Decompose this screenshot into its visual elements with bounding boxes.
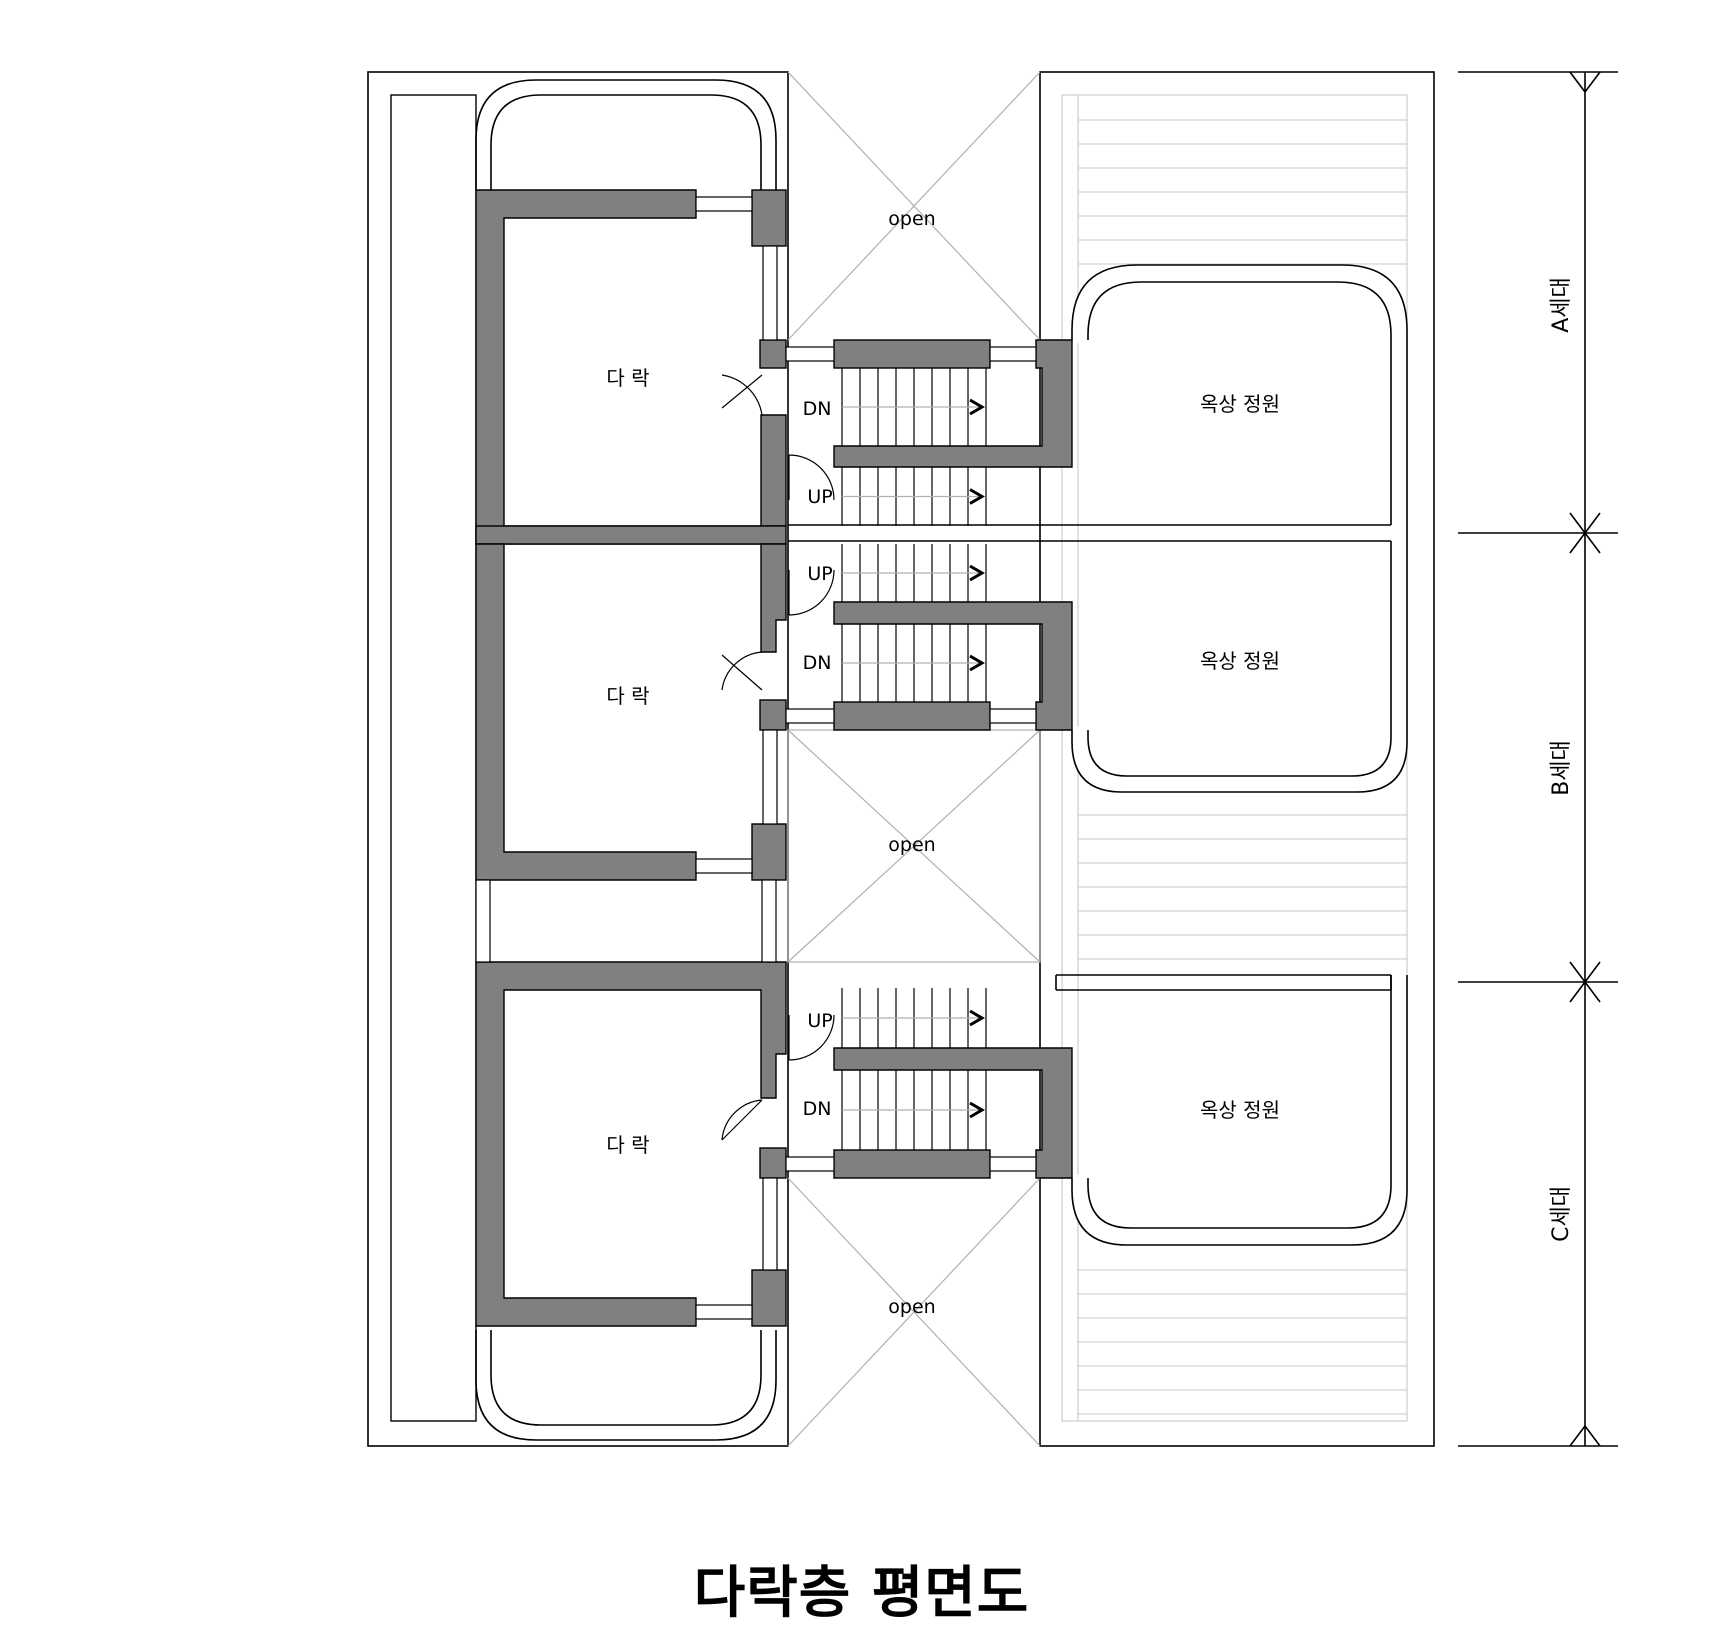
- dimension-label-c: C세대: [1549, 1186, 1574, 1242]
- stair-label-b-bottom: DN: [803, 652, 832, 674]
- dimension-lines: [1458, 71, 1618, 1447]
- open-label-middle: open: [888, 834, 935, 856]
- stair-arrow: [969, 488, 985, 505]
- doors: [721, 374, 835, 1141]
- open-label-top: open: [888, 208, 935, 230]
- dimension-label-b: B세대: [1549, 740, 1574, 796]
- garden-label-b: 옥상 정원: [1200, 649, 1280, 673]
- stair-treads: [841, 368, 987, 1150]
- stair-label-a-bottom: UP: [807, 486, 832, 508]
- dimension-labels: A세대 B세대 C세대: [1549, 277, 1574, 1242]
- attic-label-a: 다 락: [606, 366, 649, 390]
- roof-garden-planters: [788, 264, 1408, 1246]
- attic-labels: 다 락 다 락 다 락: [606, 366, 649, 1157]
- garden-labels: 옥상 정원 옥상 정원 옥상 정원: [1200, 392, 1280, 1122]
- garden-label-a: 옥상 정원: [1200, 392, 1280, 416]
- stair-labels: DN UP UP DN UP DN: [803, 398, 833, 1120]
- stair-label-a-top: DN: [803, 398, 832, 420]
- void-labels: open open open: [888, 208, 935, 1318]
- stair-label-b-top: UP: [807, 563, 832, 585]
- dimension-label-a: A세대: [1549, 277, 1574, 333]
- drawing-title: 다락층 평면도: [693, 1561, 1030, 1626]
- stair-arrow: [969, 1101, 985, 1119]
- attic-label-c: 다 락: [606, 1133, 649, 1157]
- stair-arrow: [969, 398, 985, 416]
- stair-label-c-top: UP: [807, 1010, 832, 1032]
- stair-label-c-bottom: DN: [803, 1098, 832, 1120]
- stair-arrow: [969, 654, 985, 672]
- stair-arrow: [969, 1009, 985, 1027]
- open-label-bottom: open: [888, 1296, 935, 1318]
- stair-walls: [833, 339, 1073, 1179]
- attic-label-b: 다 락: [606, 684, 649, 708]
- rounded-balconies: [475, 79, 777, 1441]
- left-balcony-strip: [390, 94, 477, 1422]
- roof-deck-slats: [1061, 94, 1408, 1422]
- open-void-lines: [787, 71, 1041, 1447]
- garden-label-c: 옥상 정원: [1200, 1098, 1280, 1122]
- stair-arrow: [969, 564, 985, 582]
- windows: [475, 196, 1037, 1320]
- attic-walls: [475, 189, 787, 1327]
